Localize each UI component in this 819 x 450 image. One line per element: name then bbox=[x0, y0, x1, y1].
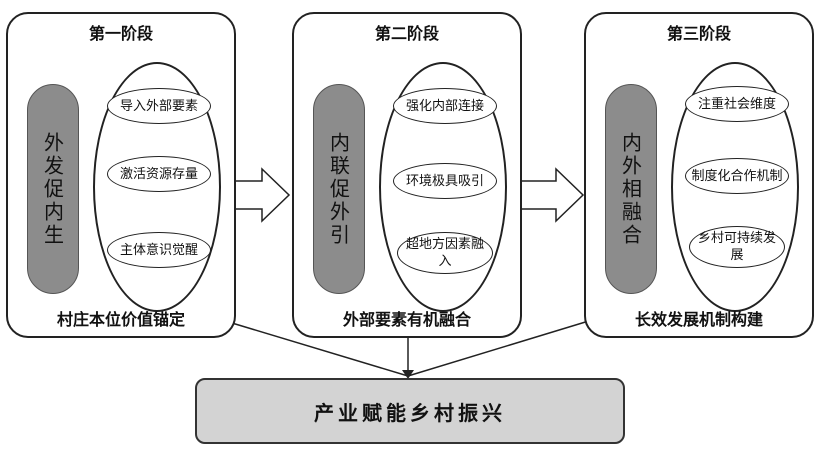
step-node: 导入外部要素 bbox=[107, 88, 211, 124]
stage-title: 第三阶段 bbox=[666, 24, 731, 43]
step-node: 制度化合作机制 bbox=[685, 158, 789, 194]
stage-footer: 村庄本位价值锚定 bbox=[56, 310, 185, 329]
stage-panel-3: 第三阶段 内外相融合 注重社会维度 制度化合作机制 乡村可持续发展 长效发展机制… bbox=[584, 12, 814, 338]
step-node: 乡村可持续发展 bbox=[689, 226, 785, 268]
step-node: 主体意识觉醒 bbox=[107, 232, 211, 268]
stage-footer: 外部要素有机融合 bbox=[342, 310, 471, 329]
step-node: 环境极具吸引 bbox=[393, 163, 497, 199]
converge-line-right bbox=[407, 319, 593, 377]
stage-panel-1: 第一阶段 外发促内生 导入外部要素 激活资源存量 主体意识觉醒 村庄本位价值锚定 bbox=[6, 12, 236, 338]
stage-title: 第二阶段 bbox=[374, 24, 439, 43]
step-node: 强化内部连接 bbox=[393, 88, 497, 124]
mechanism-label: 外发促内生 bbox=[40, 131, 65, 247]
mechanism-label: 内外相融合 bbox=[618, 131, 643, 247]
mechanism-pill: 内联促外引 bbox=[313, 84, 365, 294]
goal-box: 产业赋能乡村振兴 bbox=[195, 378, 625, 444]
step-node: 激活资源存量 bbox=[107, 156, 211, 192]
goal-arrowhead bbox=[402, 370, 414, 379]
step-node: 注重社会维度 bbox=[685, 86, 789, 122]
stage-footer: 长效发展机制构建 bbox=[634, 310, 763, 329]
stage-panel-2: 第二阶段 内联促外引 强化内部连接 环境极具吸引 超地方因素融入 外部要素有机融… bbox=[292, 12, 522, 338]
mechanism-pill: 外发促内生 bbox=[27, 84, 79, 294]
converge-line-left bbox=[221, 319, 409, 377]
stage-title: 第一阶段 bbox=[88, 24, 153, 43]
mechanism-pill: 内外相融合 bbox=[605, 84, 657, 294]
mechanism-label: 内联促外引 bbox=[326, 131, 351, 247]
step-node: 超地方因素融入 bbox=[397, 232, 493, 274]
